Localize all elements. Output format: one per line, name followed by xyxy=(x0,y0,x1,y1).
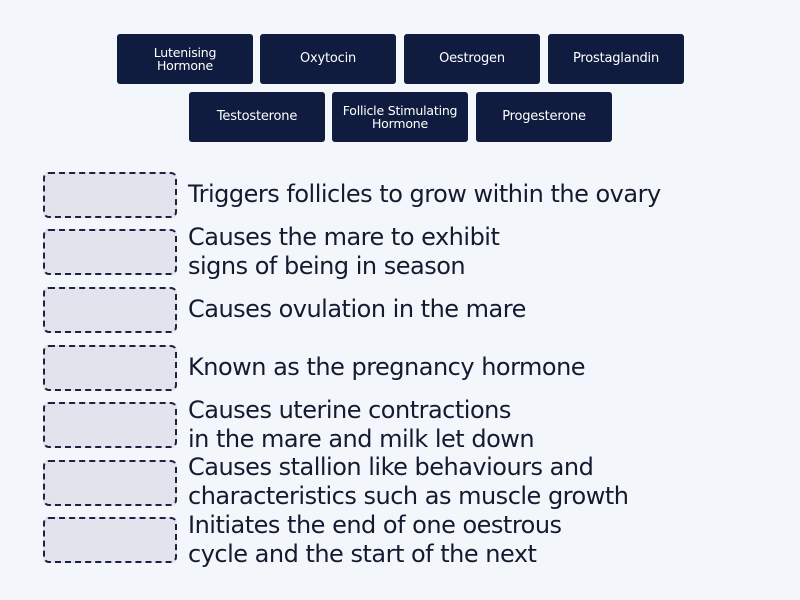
clue-line1: Causes uterine contractions xyxy=(188,396,511,424)
clue-4: Known as the pregnancy hormone xyxy=(188,353,586,382)
tile-oxytocin[interactable]: Oxytocin xyxy=(260,34,396,84)
drop-slot-1[interactable] xyxy=(43,172,177,218)
tile-oestrogen[interactable]: Oestrogen xyxy=(404,34,540,84)
clue-line1: Causes ovulation in the mare xyxy=(188,295,526,323)
tile-label: Oxytocin xyxy=(299,51,357,66)
clue-3: Causes ovulation in the mare xyxy=(188,295,526,324)
clue-5: Causes uterine contractions in the mare … xyxy=(188,396,535,454)
drop-slot-7[interactable] xyxy=(43,517,177,563)
clue-line1: Causes stallion like behaviours and xyxy=(188,453,594,481)
drop-slot-2[interactable] xyxy=(43,229,177,275)
tile-label-line2: Hormone xyxy=(371,116,428,131)
tile-label-line2: Hormone xyxy=(156,58,213,73)
drop-slot-6[interactable] xyxy=(43,460,177,506)
tile-prostaglandin[interactable]: Prostaglandin xyxy=(548,34,684,84)
clue-2: Causes the mare to exhibit signs of bein… xyxy=(188,223,500,281)
clue-line1: Initiates the end of one oestrous xyxy=(188,511,562,539)
clue-7: Initiates the end of one oestrous cycle … xyxy=(188,511,562,569)
clue-line1: Known as the pregnancy hormone xyxy=(188,353,586,381)
tile-progesterone[interactable]: Progesterone xyxy=(476,92,612,142)
clue-line2: in the mare and milk let down xyxy=(188,425,535,453)
clue-line2: signs of being in season xyxy=(188,252,466,280)
clue-line2: characteristics such as muscle growth xyxy=(188,482,629,510)
drop-slot-4[interactable] xyxy=(43,345,177,391)
drop-slot-5[interactable] xyxy=(43,402,177,448)
clue-6: Causes stallion like behaviours and char… xyxy=(188,453,629,511)
tile-label-line1: Follicle Stimulating xyxy=(342,103,458,118)
clue-1: Triggers follicles to grow within the ov… xyxy=(188,180,661,209)
tile-label: Testosterone xyxy=(216,109,298,124)
tile-label-line1: Lutenising xyxy=(153,45,217,60)
tile-testosterone[interactable]: Testosterone xyxy=(189,92,325,142)
clue-line1: Triggers follicles to grow within the ov… xyxy=(188,180,661,208)
tile-label: Oestrogen xyxy=(439,51,505,66)
tile-label: Prostaglandin xyxy=(572,51,660,66)
drop-slot-3[interactable] xyxy=(43,287,177,333)
tile-label: Progesterone xyxy=(502,109,586,124)
clue-line2: cycle and the start of the next xyxy=(188,540,537,568)
clue-line1: Causes the mare to exhibit xyxy=(188,223,500,251)
